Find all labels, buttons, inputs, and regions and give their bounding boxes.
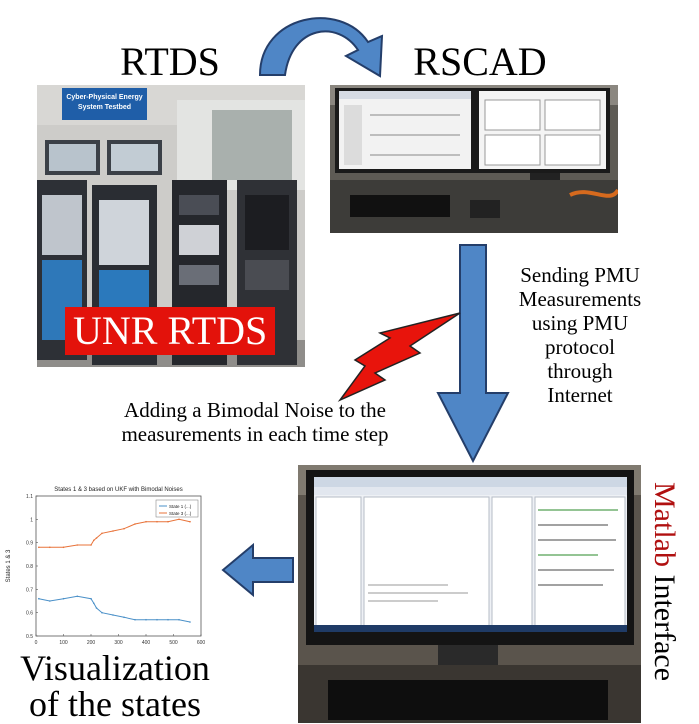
series-1-point: [93, 602, 95, 605]
series-2-point: [90, 544, 92, 546]
series-2-point: [76, 544, 79, 546]
series-1-point: [112, 614, 114, 616]
sending-line-2: Measurements: [518, 287, 642, 311]
matlab-interface-rotated: Matlab Interface: [647, 482, 681, 681]
series-1-point: [76, 595, 79, 598]
x-tick-label: 200: [87, 640, 96, 646]
series-line-1: [38, 595, 191, 623]
series-2-point: [49, 546, 51, 549]
sending-line-4: protocol: [545, 335, 615, 359]
matlab-word: Matlab: [648, 482, 681, 567]
states-chart-svg: States 1 & 3 based on UKF with Bimodal N…: [6, 487, 206, 658]
testbed-sign-line2: System Testbed: [77, 104, 132, 111]
series-2-point: [145, 520, 147, 523]
x-tick-label: 500: [169, 640, 178, 646]
series-2-point: [156, 520, 158, 523]
legend-entry-1: State 1 (...): [169, 504, 192, 509]
x-tick-label: 100: [59, 640, 68, 646]
series-1-point: [62, 597, 65, 600]
series-2-point: [167, 520, 169, 523]
series-1-point: [156, 618, 158, 621]
chart-title: States 1 & 3 based on UKF with Bimodal N…: [54, 487, 182, 493]
rscad-photo: [330, 85, 618, 233]
series-2-point: [178, 518, 180, 521]
x-tick-label: 600: [197, 640, 206, 646]
y-axis-label: States 1 & 3: [6, 549, 12, 582]
sending-line-6: Internet: [547, 383, 613, 407]
legend-entry-2: State 3 (...): [169, 511, 192, 516]
x-tick-label: 300: [114, 640, 123, 646]
sending-pmu-text: Sending PMU Measurements using PMU proto…: [495, 263, 665, 407]
series-2-point: [38, 546, 40, 549]
sending-line-3: using PMU: [531, 311, 629, 335]
states-chart: States 1 & 3 based on UKF with Bimodal N…: [0, 480, 210, 658]
series-1-point: [95, 607, 98, 609]
y-tick-label: 0.6: [26, 611, 33, 617]
series-2-point: [95, 537, 98, 539]
series-1-point: [101, 611, 103, 614]
x-tick-label: 400: [142, 640, 151, 646]
noise-line-1: Adding a Bimodal Noise to the: [124, 398, 386, 422]
series-1-point: [145, 618, 147, 621]
lightning-bolt-icon: [337, 312, 461, 402]
rtds-photo: Cyber-Physical Energy System Testbed UNR…: [37, 85, 305, 367]
series-1-point: [189, 621, 191, 623]
curved-arrow-icon: [258, 17, 384, 78]
noise-line-2: measurements in each time step: [121, 422, 389, 446]
rscad-label: RSCAD: [413, 39, 547, 84]
series-2-point: [62, 546, 65, 549]
y-tick-label: 0.5: [26, 634, 33, 640]
interface-word: Interface: [648, 566, 681, 682]
matlab-interface-label: Matlab Interface: [638, 482, 690, 712]
series-1-point: [90, 597, 92, 600]
series-1-point: [178, 618, 180, 621]
y-tick-label: 0.7: [26, 587, 33, 593]
series-2-point: [101, 532, 103, 535]
visualization-line-2: of the states: [29, 684, 201, 724]
series-2-point: [93, 539, 95, 542]
series-1-point: [167, 618, 169, 621]
visualization-line-1: Visualization: [20, 648, 210, 688]
series-1-point: [38, 597, 40, 600]
visualization-text: Visualization of the states: [0, 650, 230, 722]
x-tick-label: 0: [35, 640, 38, 646]
plot-area: [35, 495, 202, 637]
unr-rtds-label: UNR RTDS: [65, 307, 276, 355]
rtds-label: RTDS: [120, 39, 220, 84]
series-2-point: [123, 527, 125, 530]
bimodal-noise-text: Adding a Bimodal Noise to the measuremen…: [90, 398, 420, 446]
down-arrow-icon: [436, 244, 510, 464]
matlab-photo: [298, 465, 641, 723]
series-2-point: [112, 530, 114, 532]
series-line-2: [38, 518, 191, 548]
series-2-point: [189, 520, 191, 523]
series-1-point: [134, 618, 136, 621]
left-arrow-icon: [221, 542, 294, 598]
y-tick-label: 0.9: [26, 541, 33, 547]
series-1-point: [49, 600, 51, 602]
y-tick-label: 1: [30, 517, 33, 523]
sending-line-1: Sending PMU: [520, 263, 640, 287]
testbed-sign-line1: Cyber-Physical Energy: [66, 94, 143, 101]
y-tick-label: 0.8: [26, 564, 33, 570]
series-2-point: [134, 523, 136, 525]
series-1-point: [123, 616, 125, 619]
y-tick-label: 1.1: [26, 494, 33, 500]
testbed-sign: Cyber-Physical Energy System Testbed: [62, 93, 147, 113]
sending-line-5: through: [547, 359, 613, 383]
